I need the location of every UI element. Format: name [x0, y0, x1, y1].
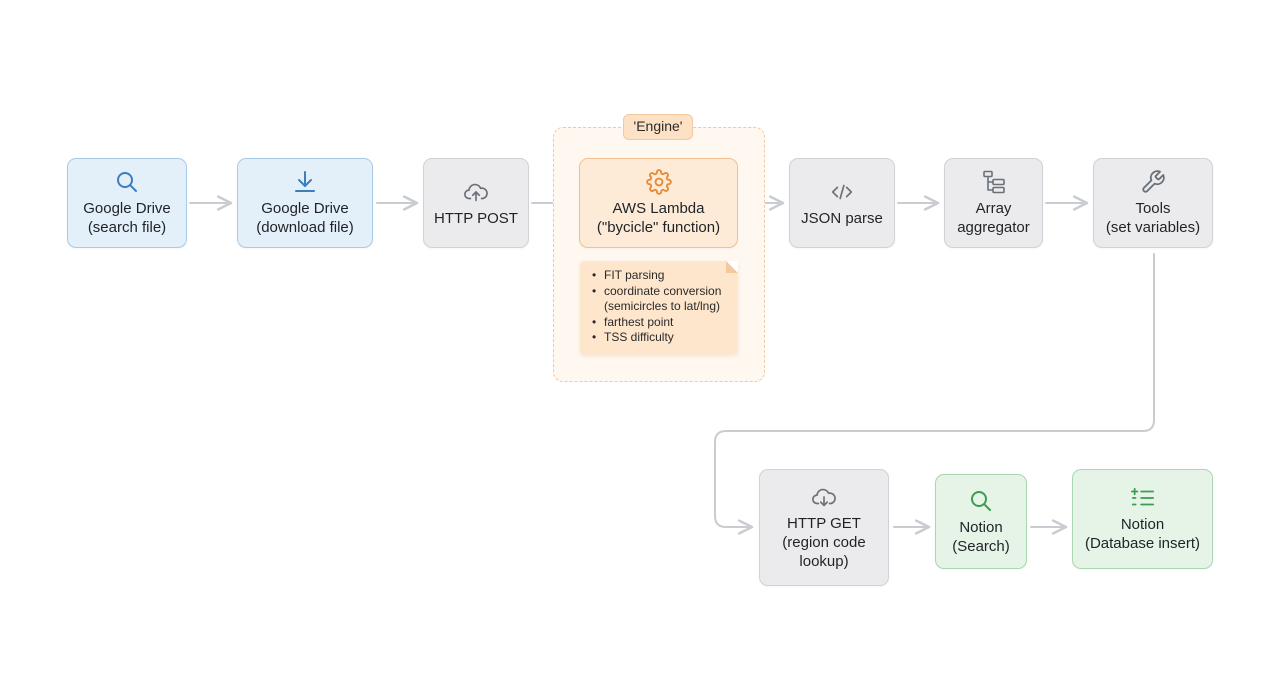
- node-label: AWS Lambda ("bycicle" function): [596, 200, 721, 236]
- node-label: Google Drive (search file): [83, 200, 171, 236]
- note-item: FIT parsing: [591, 268, 730, 284]
- node-label: HTTP POST: [434, 209, 518, 227]
- node-array-aggregator[interactable]: Array aggregator: [944, 158, 1043, 248]
- wrench-icon: [1140, 169, 1166, 195]
- node-label: Google Drive (download file): [256, 200, 354, 236]
- note-item: farthest point: [591, 315, 730, 331]
- node-label: Notion (Database insert): [1084, 516, 1201, 552]
- list-add-icon: [1130, 485, 1156, 511]
- lambda-notes-sticky: FIT parsing coordinate conversion (semic…: [580, 261, 738, 354]
- search-icon: [968, 488, 994, 514]
- node-json-parse[interactable]: JSON parse: [789, 158, 895, 248]
- node-google-drive-download[interactable]: Google Drive (download file): [237, 158, 373, 248]
- node-label: Tools (set variables): [1105, 200, 1201, 236]
- search-icon: [114, 169, 140, 195]
- note-item: TSS difficulty: [591, 330, 730, 346]
- node-tools[interactable]: Tools (set variables): [1093, 158, 1213, 248]
- node-notion-database-insert[interactable]: Notion (Database insert): [1072, 469, 1213, 569]
- note-item: coordinate conversion (semicircles to la…: [591, 284, 730, 315]
- gear-icon: [645, 169, 672, 195]
- node-notion-search[interactable]: Notion (Search): [935, 474, 1027, 569]
- lambda-notes-list: FIT parsing coordinate conversion (semic…: [591, 268, 730, 346]
- cloud-download-icon: [811, 484, 837, 510]
- node-label: JSON parse: [801, 209, 883, 227]
- node-label: Notion (Search): [952, 518, 1010, 555]
- node-http-get[interactable]: HTTP GET (region code lookup): [759, 469, 889, 586]
- engine-group-tag: 'Engine': [623, 114, 693, 140]
- node-label: HTTP GET (region code lookup): [782, 515, 866, 570]
- node-label: Array aggregator: [957, 200, 1030, 236]
- node-google-drive-search[interactable]: Google Drive (search file): [67, 158, 187, 248]
- cloud-upload-icon: [463, 179, 489, 205]
- download-icon: [292, 169, 318, 195]
- code-icon: [829, 179, 855, 205]
- node-aws-lambda[interactable]: AWS Lambda ("bycicle" function): [579, 158, 738, 248]
- tree-structure-icon: [981, 169, 1007, 195]
- node-http-post[interactable]: HTTP POST: [423, 158, 529, 248]
